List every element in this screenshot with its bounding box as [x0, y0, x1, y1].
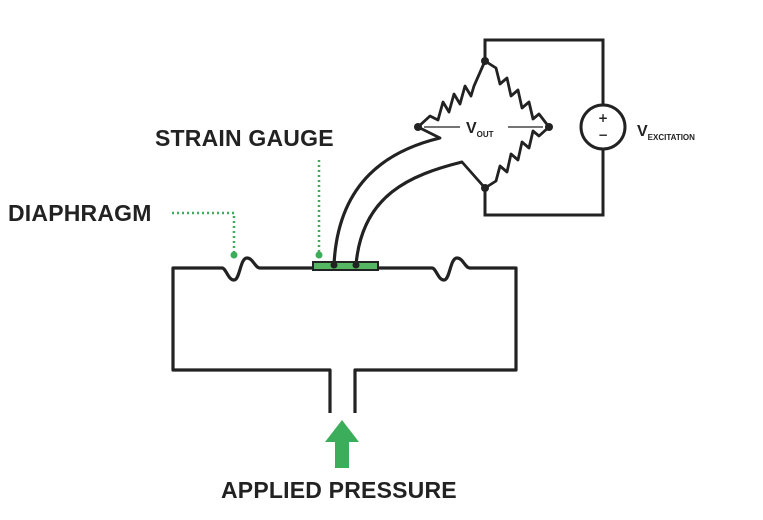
gauge-terminal-left	[330, 261, 338, 269]
applied-pressure-arrow	[325, 420, 359, 468]
strain-gauge-leader	[315, 160, 323, 259]
strain-gauge-label: STRAIN GAUGE	[155, 125, 334, 151]
lead-wires	[332, 136, 463, 266]
vexcitation-label: VEXCITATION	[637, 123, 695, 142]
bridge-resistor-lower-right	[483, 125, 551, 190]
pressure-chamber	[171, 256, 518, 413]
bridge-node-left	[414, 123, 422, 131]
bridge-resistor-upper-right	[483, 59, 551, 129]
diaphragm-leader	[172, 211, 238, 259]
source-plus-sign: +	[598, 111, 608, 125]
excitation-loop	[483, 38, 605, 217]
bridge-node-right	[545, 123, 553, 131]
bridge-resistor-upper-left	[416, 59, 487, 129]
bridge-wire-lower-left-2	[460, 160, 487, 190]
applied-pressure-label: APPLIED PRESSURE	[221, 477, 457, 503]
gauge-terminal-right	[352, 261, 360, 269]
vout-label: VOUT	[466, 120, 494, 139]
diaphragm-label: DIAPHRAGM	[8, 200, 152, 226]
source-minus-sign: −	[598, 128, 608, 142]
excitation-voltage-source: + −	[579, 103, 627, 151]
strain-gauge-pad	[312, 261, 379, 271]
bridge-wire-lower-left	[416, 125, 442, 140]
wheatstone-bridge	[416, 59, 551, 190]
